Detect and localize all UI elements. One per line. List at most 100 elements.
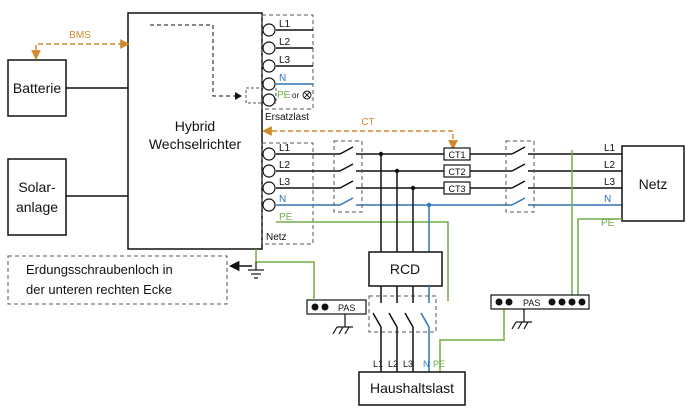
pas-right-dot-2 [505, 298, 513, 306]
ct1-label: CT1 [448, 150, 465, 160]
ct1-box [443, 147, 471, 161]
backup-terminal-n [262, 77, 276, 91]
pas-left-dot-1 [311, 303, 319, 311]
ct3-label: CT3 [448, 184, 465, 194]
pe-grid-port-wire [276, 221, 449, 301]
grid-port-terminal-n [262, 198, 276, 212]
pas-right-dot-3 [548, 298, 556, 306]
backup-label-l2: L2 [279, 37, 291, 48]
household-label-l1: L1 [373, 359, 383, 369]
household-switch-n [420, 312, 430, 328]
bus-l1-switch [339, 146, 354, 155]
isolator-grid-side [505, 140, 535, 213]
pas-bar-right [490, 294, 590, 310]
pas-left-label: PAS [338, 303, 355, 313]
backup-terminal-pe [262, 93, 276, 107]
junction-l3 [410, 185, 416, 191]
battery-label: Batterie [13, 80, 61, 96]
household-isolator-box [368, 295, 437, 333]
inverter-box [127, 12, 263, 250]
household-load-box [358, 371, 466, 406]
ct2-box [443, 164, 471, 178]
isolator-inverter-side [333, 140, 363, 213]
solar-label-line1: Solar- [18, 179, 56, 195]
bus-l3-switch2 [511, 180, 526, 189]
household-label-l3: L3 [403, 359, 413, 369]
bms-label: BMS [69, 30, 91, 41]
bus-n-switch2 [511, 197, 526, 206]
bus-l1-switch2 [511, 146, 526, 155]
solar-box [7, 158, 67, 236]
grid-label: Netz [639, 176, 668, 192]
household-label-l2: L2 [388, 359, 398, 369]
backup-label-l3: L3 [279, 55, 291, 66]
grid-label-l1: L1 [604, 143, 616, 154]
inverter-ground-icon [248, 262, 264, 279]
grid-label-pe: PE [601, 218, 615, 229]
pas-right-dot-5 [568, 298, 576, 306]
inverter-earth-wire [255, 249, 315, 300]
junction-n [426, 202, 432, 208]
grid-port-label-pe: PE [279, 212, 293, 223]
grid-port-terminal-l1 [262, 147, 276, 161]
pas-left-ground-icon [332, 314, 353, 335]
backup-label-pe: PE [277, 90, 291, 101]
backup-load-label: Ersatzlast [265, 112, 309, 123]
grid-label-n: N [604, 194, 611, 205]
ct-label: CT [361, 117, 374, 128]
junction-l1 [378, 151, 384, 157]
inverter-label-line2: Wechselrichter [149, 136, 242, 152]
grid-box [621, 145, 685, 222]
ct-signal [262, 126, 458, 150]
bus-l2-switch [339, 163, 354, 172]
household-switch-l2 [388, 312, 398, 328]
internal-signal-arrow [235, 92, 242, 100]
backup-label-n: N [279, 73, 286, 84]
grid-label-l2: L2 [604, 160, 616, 171]
household-switch-l1 [372, 312, 382, 328]
grid-port-terminal-l2 [262, 164, 276, 178]
household-label-pe: PE [433, 359, 445, 369]
grid-port-label: Netz [266, 232, 287, 243]
household-load-label: Haushaltslast [370, 380, 454, 396]
rcd-box [368, 251, 443, 287]
grid-port-terminal-l3 [262, 181, 276, 195]
pas-right-dot-1 [495, 298, 503, 306]
grid-label-l3: L3 [604, 177, 616, 188]
grounding-note-line2: der unteren rechten Ecke [26, 282, 172, 297]
pas-right-label: PAS [523, 298, 540, 308]
ct2-label: CT2 [448, 167, 465, 177]
internal-signal-path [150, 24, 235, 97]
inverter-label-line1: Hybrid [175, 118, 215, 134]
grid-port-label-n: N [279, 194, 286, 205]
pas-right-ground-icon [511, 309, 532, 330]
rcd-label: RCD [390, 261, 420, 277]
solar-label-line2: anlage [16, 199, 58, 215]
grid-pe-wire [577, 218, 622, 301]
bus-l3-switch [339, 180, 354, 189]
backup-terminal-box [261, 14, 314, 110]
household-label-n: N [423, 359, 430, 369]
pas-left-dot-2 [321, 303, 329, 311]
or-label: or [292, 91, 299, 100]
backup-terminal-l2 [262, 41, 276, 55]
backup-terminal-l3 [262, 59, 276, 73]
pas-right-dot-4 [558, 298, 566, 306]
junction-l2 [394, 168, 400, 174]
backup-label-l1: L1 [279, 19, 291, 30]
bus-l2-switch2 [511, 163, 526, 172]
pas-bar-left [306, 299, 367, 315]
bms-signal [31, 39, 130, 60]
household-switch-l3 [404, 312, 414, 328]
grid-port-label-l1: L1 [279, 143, 291, 154]
grid-port-label-l3: L3 [279, 177, 291, 188]
earth-terminal-icon [302, 90, 312, 100]
pas-right-dot-6 [578, 298, 586, 306]
bus-n-switch [339, 197, 354, 206]
backup-pe-dashed-box [245, 87, 277, 104]
grid-port-label-l2: L2 [279, 160, 291, 171]
household-wire-pe [439, 301, 505, 372]
ct3-box [443, 181, 471, 195]
backup-terminal-l1 [262, 23, 276, 37]
